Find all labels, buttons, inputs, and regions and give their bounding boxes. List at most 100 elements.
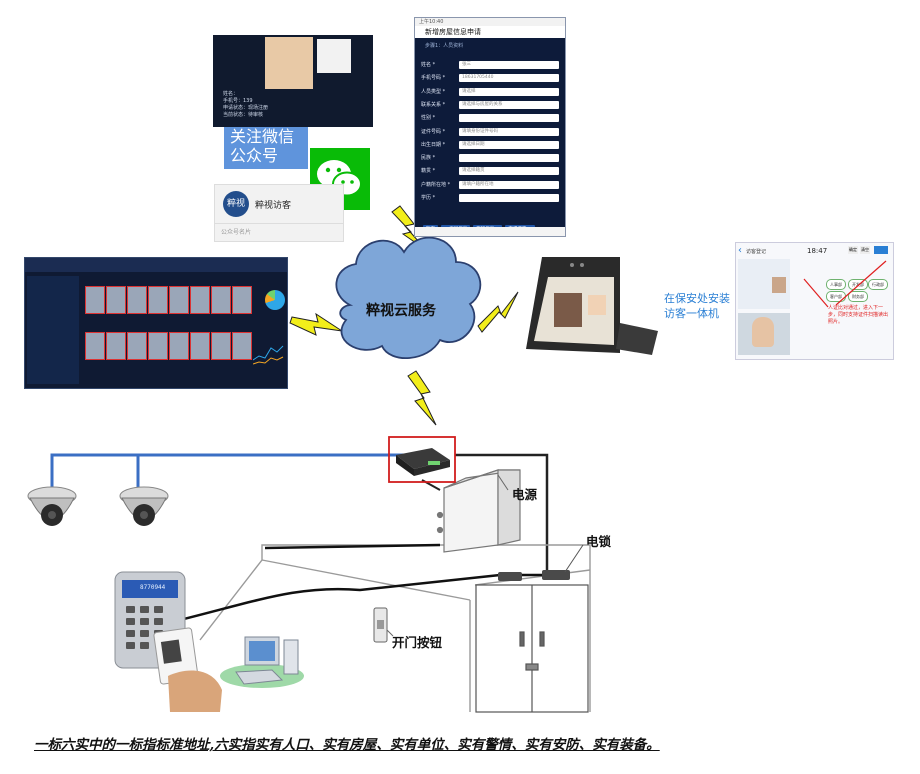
form-row-label: 出生日期 * [421,141,446,148]
form-row-field[interactable]: 请填身份证件号码 [459,127,559,136]
kiosk-annotation-arrows [803,260,887,308]
kiosk-option-chip[interactable]: 人事部 [826,279,846,290]
kiosk-verification-note: 人证比对通过，进入下一步，同时支持证件扫描读出照片。 [828,305,889,325]
form-row: 性别 * [419,113,559,123]
exit-button-cable [264,543,441,550]
kiosk-id-card-panel [738,259,790,309]
camera-network-cable [50,453,420,490]
form-buttons: 暂存← 房屋信息车辆信息 →完成提交 → [423,215,557,234]
form-row-field[interactable] [459,154,559,163]
form-row-field[interactable]: 张三 [459,61,559,69]
lock-leader-line [564,544,584,573]
computer-workstation [220,636,304,688]
keypad-cable [179,573,545,622]
form-row: 姓名 * 张三 [419,60,559,70]
kiosk-live-photo [738,313,790,355]
dashboard-pie-chart [265,290,285,310]
dashboard-face-thumb [211,286,231,314]
dashboard-face-thumb [232,332,252,360]
wechat-profile-card: 姓名： 手机号：139 申请状态：现场注册 当前状态：待审核 [213,35,373,127]
back-icon[interactable]: ‹ [738,245,742,256]
dashboard-face-thumb [190,332,210,360]
account-card-caption: 公众号名片 [221,229,252,236]
dashboard-face-thumb [148,332,168,360]
form-row-field[interactable]: 请选择日期 [459,140,559,149]
profile-field-name: 姓名： [223,91,239,97]
exit-button-label: 开门按钮 [392,635,443,650]
double-door [475,584,589,713]
dashboard-face-thumb [127,286,147,314]
form-row-label: 学历 * [421,195,436,201]
form-row-label: 人员类型 * [421,88,446,95]
kiosk-clear-button[interactable]: 清空 [860,246,870,254]
dashboard-face-thumb [190,286,210,314]
form-row-field[interactable]: 请选择籍贯 [459,167,559,176]
form-row-field[interactable] [459,114,559,123]
form-title: 新增房屋信息申请 [415,26,565,38]
kiosk-ui-title: 访客登记 [746,249,767,255]
power-supply-box [436,469,521,553]
form-row: 证件号码 *请填身份证件号码 [419,127,559,137]
footer-caption: 一标六实中的一标指标准地址,六实指实有人口、实有房屋、实有单位、实有警情、实有安… [34,737,660,753]
electric-lock-label: 电锁 [586,534,612,549]
keypad-display-text: 8770944 [140,584,166,591]
form-row: 学历 * [419,193,559,203]
kiosk-confirm-button[interactable]: 确定 [848,246,858,254]
profile-field-state: 当前状态：待审核 [223,112,264,118]
dashboard-face-thumb [148,286,168,314]
power-supply-label: 电源 [512,487,538,502]
electric-lock [498,570,570,581]
form-row-label: 民族 * [421,155,436,162]
bolt-kiosk-cloud [477,291,519,333]
profile-photo-2 [317,39,351,73]
form-row-field[interactable]: 请选择 [459,87,559,96]
cloud-shape [335,236,482,359]
cloud-service-label: 粹视云服务 [366,303,436,319]
official-account-card[interactable]: 粹视 粹视访客 公众号名片 [214,184,344,242]
kiosk-option-chip[interactable]: 行政部 [868,279,888,290]
form-row: 籍贯 * 请选择籍贯 [419,166,559,176]
dashboard-header [25,258,287,272]
form-row-field[interactable]: 18631705440 [459,74,559,83]
kiosk-option-chip[interactable]: 财务部 [848,291,868,302]
form-row-field[interactable] [459,194,559,202]
phone-registration-form: 上午10:40 新增房屋信息申请 步骤1：人员资料 姓名 *张三手机号码 *18… [414,17,566,237]
bolt-cloud-controller [407,370,437,426]
form-section-label: 步骤1：人员资料 [425,43,464,49]
dashboard-face-thumb [169,332,189,360]
kiosk-next-button[interactable] [874,246,888,254]
form-row-field[interactable]: 请选择与房屋的关系 [459,100,559,109]
building-outline [199,544,591,712]
form-row-label: 户籍所在地 * [421,181,451,188]
form-row-label: 姓名 * [421,62,436,68]
form-row: 手机号码 *18631705440 [419,73,559,83]
dome-camera-2 [119,486,169,526]
dashboard-sidebar [27,276,79,384]
dashboard-face-thumb [106,332,126,360]
profile-photo-1 [265,37,313,89]
follow-wechat-banner: 关注微信公众号 [224,127,308,169]
dashboard-face-thumb [211,332,231,360]
kiosk-option-chip[interactable]: 开发部 [848,279,868,290]
form-row: 人员类型 * 请选择 [419,87,559,97]
dome-camera-1 [27,486,77,526]
form-row-label: 联系关系 * [421,101,446,108]
kiosk-ui-screenshot: ‹ 访客登记 18:47 确定 清空 人事部开发部行政部客户部财务部 人证比对通… [735,242,894,360]
form-row-label: 性别 * [421,115,436,122]
visitor-dashboard-screenshot [24,257,288,389]
form-row: 联系关系 * 请选择与房屋的关系 [419,100,559,110]
visitor-kiosk-device [520,253,660,363]
form-row-field[interactable]: 请填户籍所在地 [459,180,559,189]
access-controller-device [396,448,450,476]
phone-nav-bar [415,227,565,236]
dashboard-face-thumb [127,332,147,360]
dashboard-face-thumb [169,286,189,314]
controller-highlight-box [388,436,456,483]
form-row: 出生日期 * 请选择日期 [419,140,559,150]
power-leader-line [497,474,509,491]
form-row-label: 籍贯 * [421,168,436,175]
form-row: 户籍所在地 * 请填户籍所在地 [419,180,559,190]
dashboard-face-thumb [106,286,126,314]
dashboard-face-thumb [232,286,252,314]
